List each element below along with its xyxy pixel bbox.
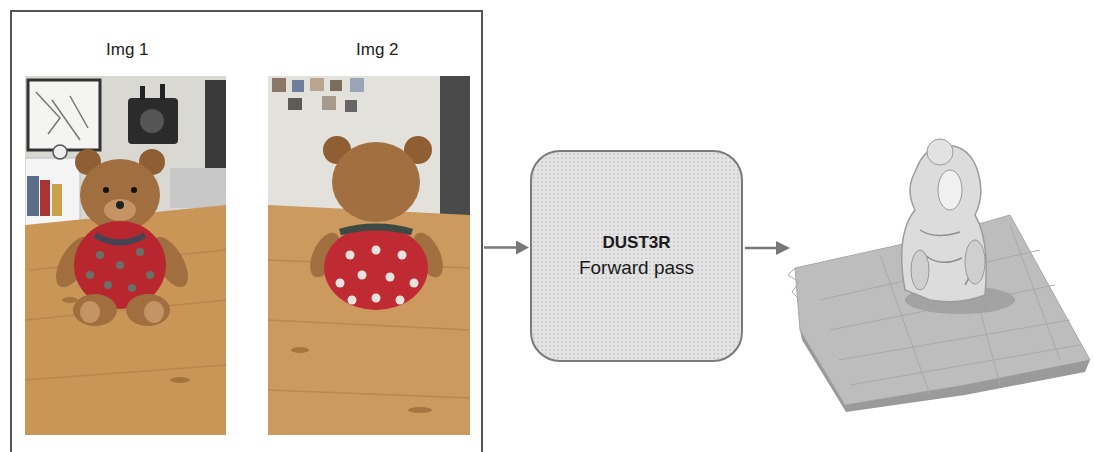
image-label: Img 2	[356, 40, 399, 60]
image-label: Img 1	[106, 40, 149, 60]
flow-arrow	[484, 241, 529, 255]
photo-front	[25, 76, 226, 435]
output-arrow	[745, 247, 778, 250]
output-arrowhead	[776, 241, 790, 255]
process-box: DUST3R Forward pass	[530, 150, 743, 362]
input-frame: Img 1 Img 2	[10, 10, 483, 452]
photo-back	[268, 76, 470, 435]
model-name: DUST3R	[602, 233, 670, 253]
point-cloud-render	[788, 139, 1090, 412]
step-label: Forward pass	[579, 257, 694, 279]
